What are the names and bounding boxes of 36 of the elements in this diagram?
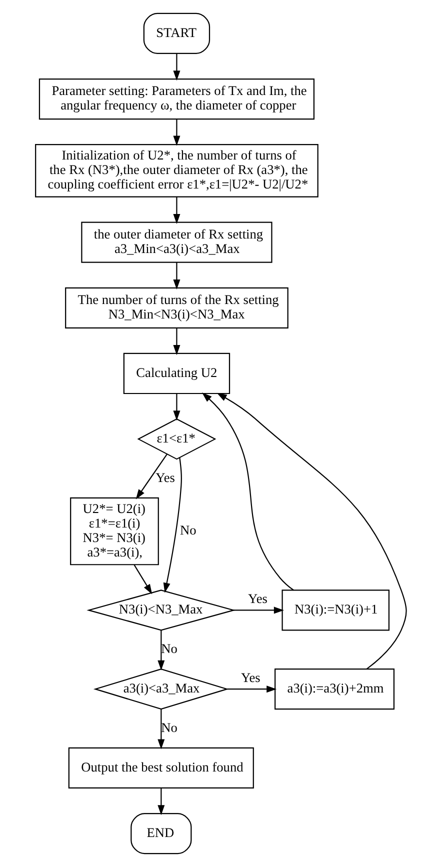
- arrow: [216, 392, 407, 669]
- edge-label: No: [180, 522, 196, 538]
- arrow: [158, 788, 165, 815]
- arrow: [158, 630, 165, 670]
- edge-label: No: [161, 719, 178, 734]
- arrow: [158, 708, 165, 749]
- node-diamond: ε1<ε1*: [137, 418, 216, 460]
- node-box: U2*= U2(i) ε1*=ε1(i) N3*= N3(i) a3*=a3(i),: [70, 496, 159, 565]
- node-box: Output the best solution found: [68, 746, 254, 788]
- node-box: the outer diameter of Rx setting a3_Min<a3(i)<a3_Max: [81, 221, 272, 262]
- arrow: [202, 392, 294, 590]
- arrow: [136, 453, 168, 499]
- arrow: [227, 685, 277, 692]
- node-box: N3(i):=N3(i)+1: [282, 589, 390, 630]
- node-box: START: [143, 12, 210, 54]
- arrow: [173, 393, 180, 420]
- node-box: Calculating U2: [123, 352, 230, 394]
- node-box: a3(i):=a3(i)+2mm: [274, 668, 395, 710]
- arrow: [173, 53, 180, 80]
- arrow: [234, 606, 284, 614]
- arrow: [173, 262, 180, 289]
- arrow: [173, 196, 180, 224]
- arrow: [173, 118, 180, 146]
- arrow: [163, 457, 182, 592]
- edge-label: Yes: [240, 669, 260, 684]
- edge-label: Yes: [248, 590, 268, 606]
- node-diamond: N3(i)<N3_Max: [86, 589, 236, 630]
- arrow: [134, 564, 152, 594]
- node-box: Parameter setting: Parameters of Tx and Im, the angular frequency ω, the diameter of copper: [38, 78, 314, 120]
- node-box: Initialization of U2*, the number of turns of the Rx (N3*),the outer diameter of Rx (a3*), the coupling coefficient error ε1*,ε1=|U2*- U2|/U2*: [35, 144, 318, 197]
- node-box: The number of turns of the Rx setting N3_Min<N3(i)<N3_Max: [65, 286, 288, 328]
- node-box: END: [130, 812, 192, 854]
- edge-label: Yes: [156, 469, 176, 484]
- node-diamond: a3(i)<a3_Max: [93, 668, 229, 710]
- arrow: [173, 328, 180, 355]
- edge-label: No: [161, 640, 178, 656]
